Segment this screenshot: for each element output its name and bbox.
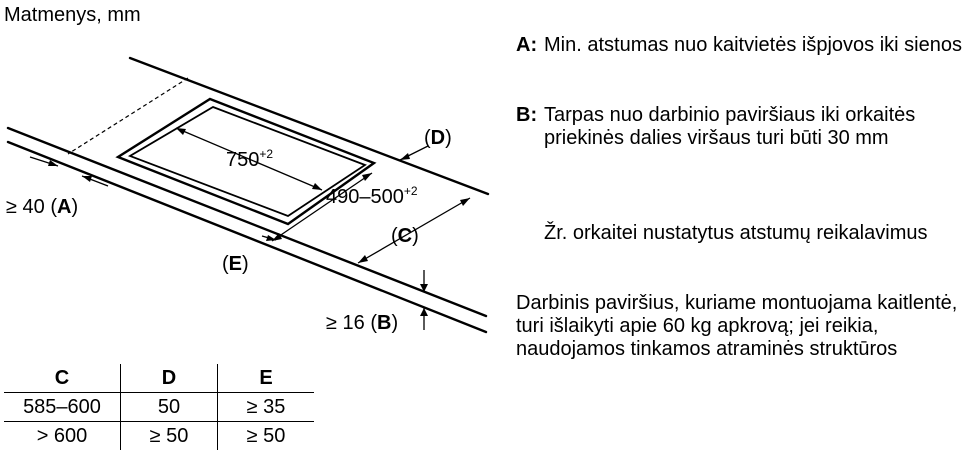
a-label: ≥ 40 (A) [6, 196, 79, 218]
dimensions-table: C D E 585–600 50 ≥ 35 > 600 ≥ 50 ≥ 50 [4, 364, 314, 450]
e-label: (E) [222, 253, 249, 275]
hob-cutout-outer [115, 97, 377, 226]
note-b-key: B: [516, 104, 538, 126]
installation-diagram [6, 56, 490, 334]
table-header: C [4, 364, 121, 393]
note-a-text: Min. atstumas nuo kaitvietės išpjovos ik… [544, 34, 962, 56]
c-dimension-line [357, 197, 471, 264]
table-cell: ≥ 50 [217, 421, 314, 450]
b-label: ≥ 16 (B) [326, 312, 399, 334]
table-cell: ≥ 35 [217, 392, 314, 422]
depth-dimension-line [271, 172, 373, 242]
note-a-key: A: [516, 34, 538, 56]
worktop-back-edge [128, 56, 490, 196]
table-header: E [217, 364, 314, 393]
table-header: D [120, 364, 218, 393]
table-row: 585–600 50 ≥ 35 [4, 392, 314, 422]
cutout-width-label: 750+2 [226, 147, 274, 171]
table-cell: 50 [120, 392, 218, 422]
cutout-depth-label: 490–500+2 [326, 184, 418, 208]
hob-cutout-inner [127, 106, 367, 218]
table-cell: 585–600 [4, 392, 121, 422]
note-load-text: Darbinis paviršius, kuriame montuojama k… [516, 292, 958, 360]
width-dimension-line [175, 127, 323, 191]
table-row: > 600 ≥ 50 ≥ 50 [4, 421, 314, 450]
c-label: (C) [391, 225, 419, 247]
diagram-title: Matmenys, mm [4, 4, 141, 26]
table-cell: ≥ 50 [120, 421, 218, 450]
worktop-front-edge [6, 126, 488, 318]
note-b-text: Tarpas nuo darbinio paviršiaus iki orkai… [544, 104, 916, 149]
d-label: (D) [424, 127, 452, 149]
table-cell: > 600 [4, 421, 121, 450]
worktop-bottom-edge [6, 140, 488, 334]
table-header-row: C D E [4, 364, 314, 393]
note-oven-text: Žr. orkaitei nustatytus atstumų reikalav… [544, 222, 928, 244]
wall-projection-line [67, 77, 189, 155]
